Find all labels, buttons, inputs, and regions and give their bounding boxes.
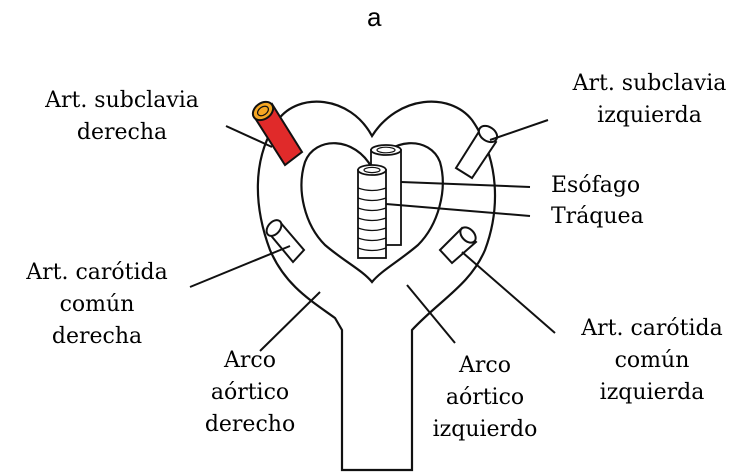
- label-carotida-izquierda: Art. carótida común izquierda: [557, 313, 747, 409]
- leader-carotida-derecha: [190, 246, 290, 287]
- leader-arco-izquierdo: [407, 285, 455, 343]
- label-arco-izquierdo: Arco aórtico izquierdo: [415, 350, 555, 446]
- label-subclavia-derecha: Art. subclavia derecha: [22, 85, 222, 149]
- leader-subclavia-izquierda: [490, 120, 548, 140]
- label-subclavia-izquierda: Art. subclavia izquierda: [552, 68, 747, 132]
- leader-arco-derecho: [260, 292, 320, 351]
- leader-carotida-izquierda: [462, 252, 555, 333]
- right-subclavian-artery: [249, 98, 302, 165]
- left-common-carotid-artery: [440, 224, 479, 263]
- panel-letter: a: [367, 2, 381, 33]
- label-arco-derecho: Arco aórtico derecho: [195, 345, 305, 441]
- label-esofago: Esófago: [551, 170, 640, 202]
- label-traquea: Tráquea: [551, 201, 644, 233]
- label-carotida-derecha: Art. carótida común derecha: [2, 257, 192, 353]
- trachea-tube: [358, 165, 386, 258]
